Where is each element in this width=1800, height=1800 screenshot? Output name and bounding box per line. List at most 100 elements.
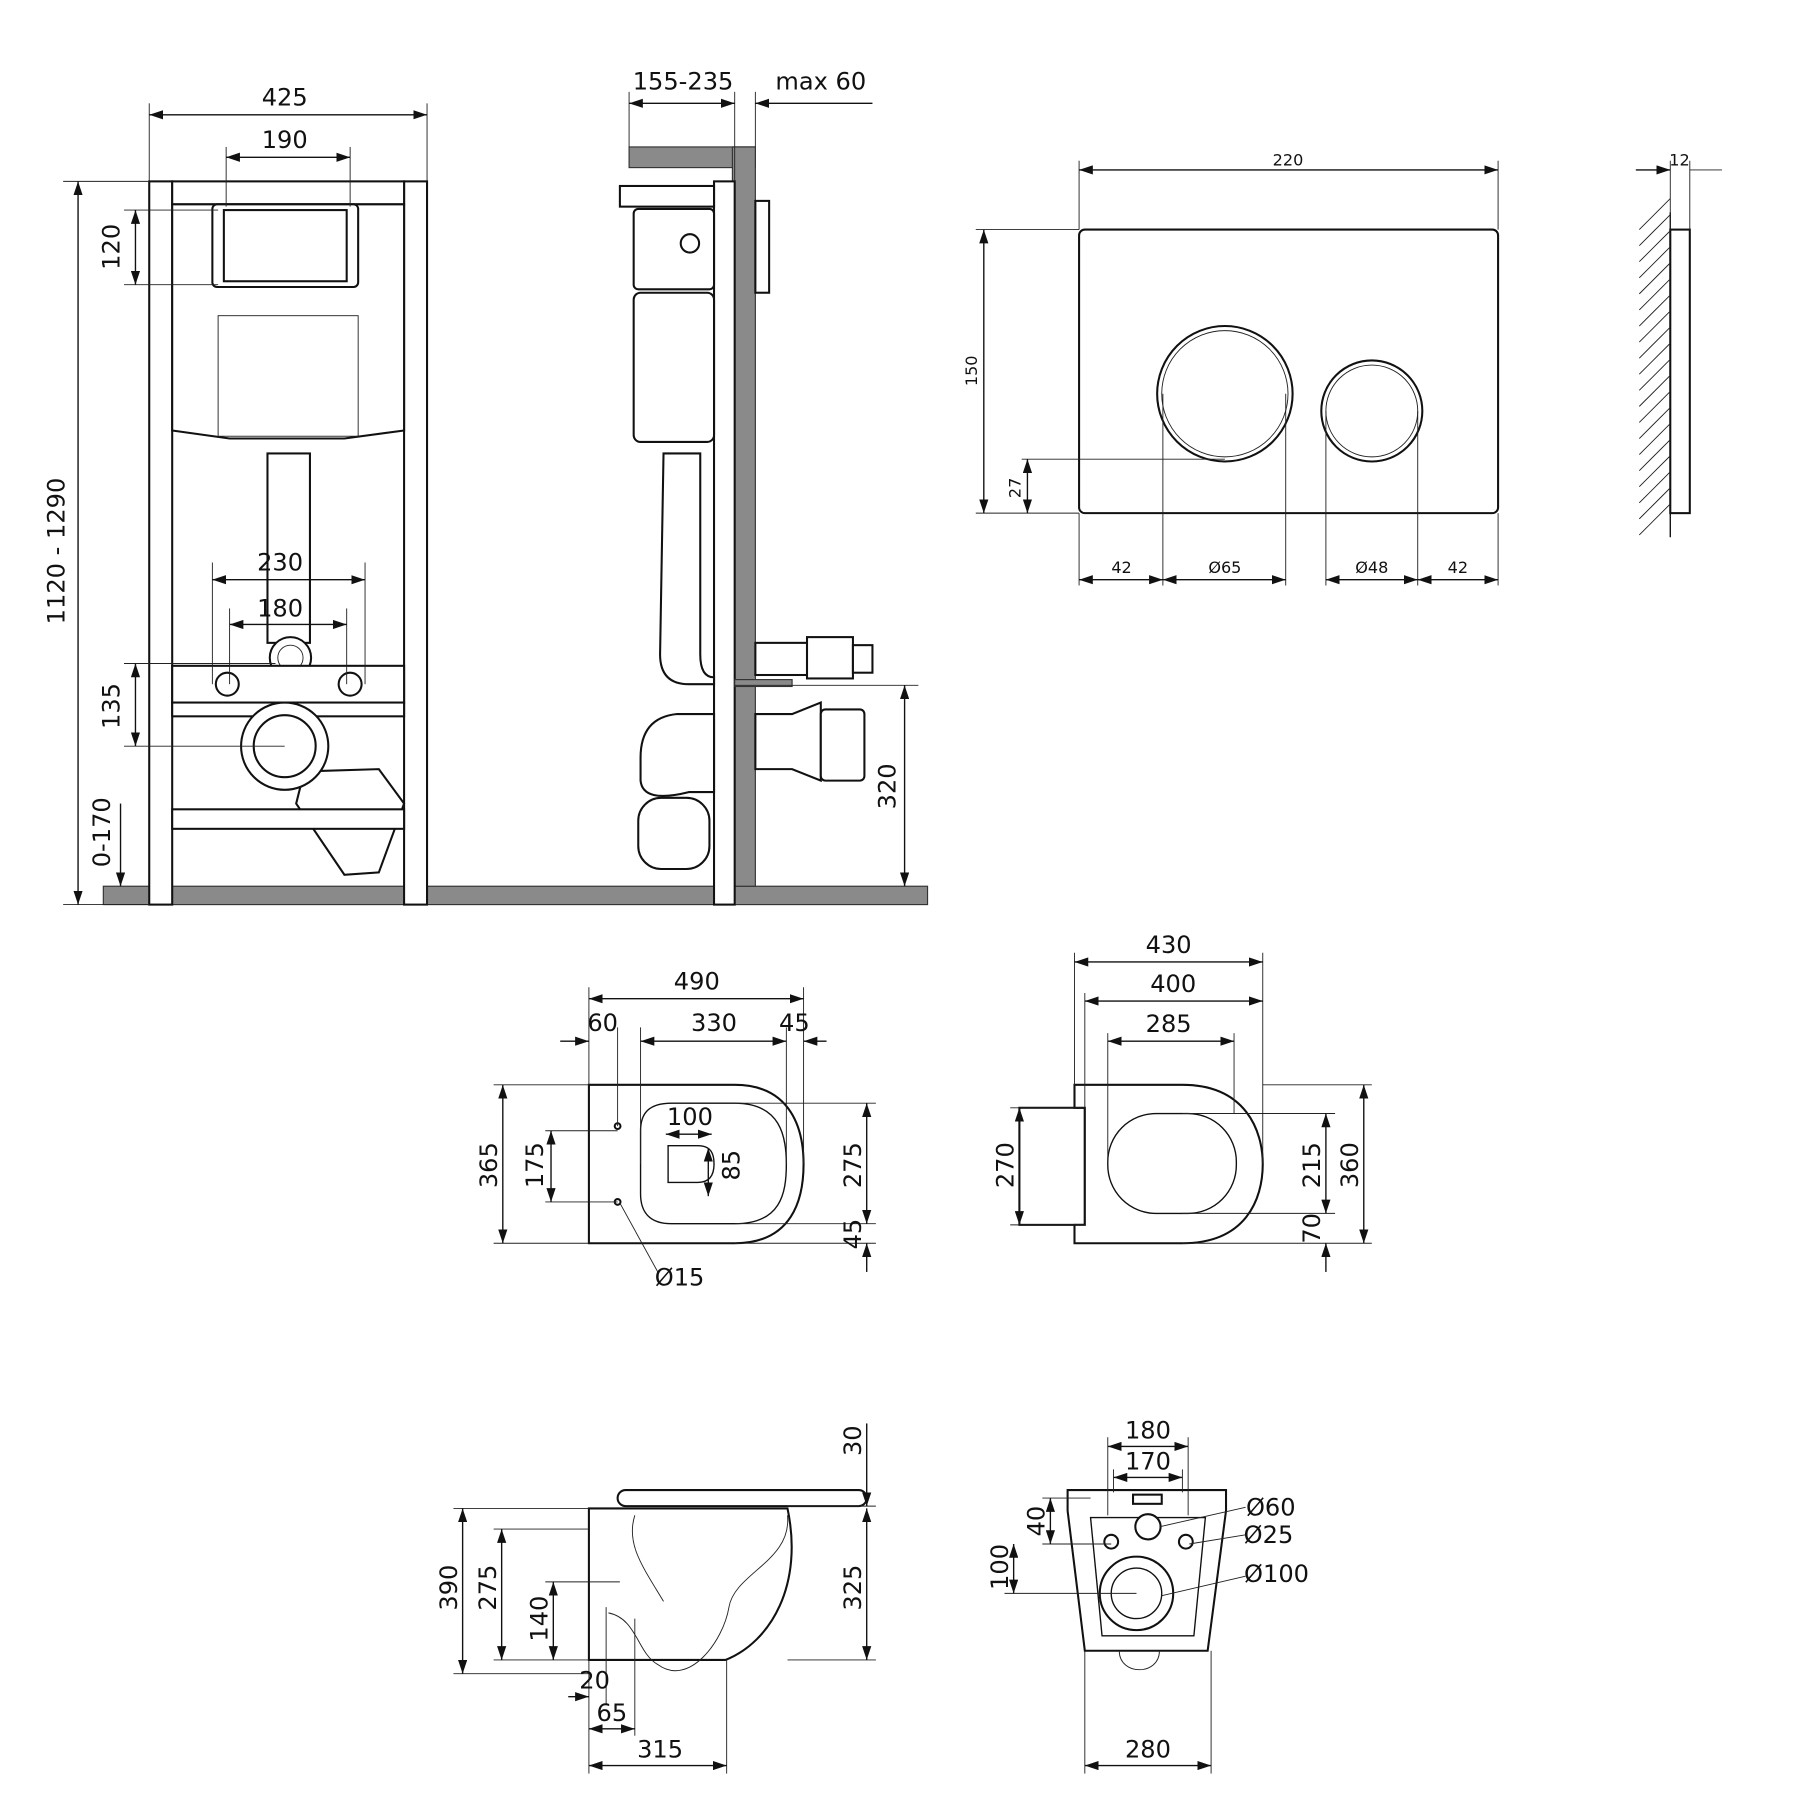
inlet-pipe (754, 641, 809, 677)
large-flush-button[interactable] (1156, 324, 1294, 463)
dimension-label: 60 (587, 1009, 618, 1037)
dimension-label: 320 (873, 763, 901, 809)
dimension-label: 490 (674, 968, 720, 996)
dimension-label: 40 (1023, 1506, 1051, 1537)
dimension-label: 325 (839, 1565, 867, 1611)
dimension-label: 280 (1125, 1736, 1171, 1764)
cistern-panel (217, 315, 359, 437)
flush-pipe-side (659, 452, 716, 686)
leader-line (1189, 1534, 1246, 1545)
toilet-back-view (1066, 1489, 1228, 1671)
frame-bottom-bar (171, 808, 406, 830)
dimension-label: 175 (521, 1142, 549, 1188)
dimension-label: 45 (779, 1009, 810, 1037)
plate-frame (754, 199, 771, 294)
dimension-label: 42 (1111, 558, 1131, 577)
dimension-label: 180 (1125, 1416, 1171, 1444)
callout-label: Ø100 (1244, 1560, 1309, 1588)
dimension-label: 65 (597, 1699, 628, 1727)
frame-left-post (148, 180, 174, 906)
bowl-trap-outline (608, 1515, 788, 1672)
frame-front-view (102, 180, 929, 906)
dimension-label: 100 (667, 1103, 713, 1131)
toilet-body-side (587, 1507, 793, 1661)
dimension-label: 180 (257, 594, 303, 622)
seat-hinge (1132, 1493, 1163, 1505)
toilet-top-view (587, 1083, 805, 1245)
dimension-label: 45 (839, 1219, 867, 1250)
dimension-label: 70 (1298, 1213, 1326, 1244)
frame-side-view (618, 146, 874, 906)
extension-lines (63, 91, 1722, 1774)
dimension-label: Ø65 (1208, 558, 1241, 577)
bolt-hole-right (1177, 1533, 1194, 1550)
dimension-label: 150 (962, 355, 981, 386)
dimension-label: 275 (839, 1142, 867, 1188)
dimension-label: 20 (579, 1667, 610, 1695)
dimension-label: 120 (97, 224, 125, 270)
dimension-label: 190 (262, 126, 308, 154)
mounting-bolt-left (214, 671, 240, 697)
dimension-label: 400 (1150, 970, 1196, 998)
dimension-label: 85 (717, 1150, 745, 1181)
dimension-label: 42 (1448, 558, 1468, 577)
cistern-side (632, 291, 716, 443)
bolt-hole-left (1103, 1533, 1120, 1550)
threaded-rod (734, 679, 793, 688)
small-flush-button[interactable] (1320, 359, 1424, 463)
dimension-label: 30 (839, 1425, 867, 1456)
frame-right-post (403, 180, 429, 906)
bowl-opening (667, 1144, 715, 1184)
dimension-annotations: 425 190 120 1120 - 1290 230 180 135 0-170 155-23… (42, 68, 1690, 1771)
toilet-side-view (587, 1489, 868, 1672)
drain-connector (754, 701, 822, 783)
flush-plate-side (1669, 228, 1691, 515)
flush-valve-housing (632, 207, 716, 291)
dimension-label: 270 (992, 1142, 1020, 1188)
dimension-label: 360 (1336, 1142, 1364, 1188)
dimension-label: 0-170 (88, 797, 116, 867)
dimension-label: 220 (1273, 150, 1304, 169)
drain-bend (639, 712, 716, 797)
dimension-label: 230 (257, 549, 303, 577)
flush-mechanism (222, 209, 348, 283)
leader-line (1159, 1506, 1246, 1528)
dimension-label: 12 (1669, 150, 1689, 169)
frame-post-side (712, 180, 736, 906)
mounting-bolt-right (337, 671, 363, 697)
drain-bottom (637, 796, 711, 871)
dimension-label: max 60 (775, 68, 866, 96)
mounting-crossbar (171, 664, 406, 704)
top-bracket (618, 184, 716, 208)
frame-top-bar (171, 180, 406, 206)
seat-top-view (1018, 1083, 1264, 1245)
callout-label: Ø25 (1244, 1521, 1294, 1549)
dimension-label: 27 (1006, 478, 1025, 498)
dimension-label: 390 (435, 1565, 463, 1611)
dimension-label: 100 (986, 1544, 1014, 1590)
toilet-body-top (587, 1083, 805, 1245)
seat-side (616, 1489, 868, 1508)
dimension-label: 365 (475, 1142, 503, 1188)
dimension-label: 1120 - 1290 (42, 478, 70, 625)
dimension-label: 285 (1146, 1010, 1192, 1038)
dimension-label: Ø48 (1355, 558, 1388, 577)
wall (731, 146, 756, 887)
inlet-hole (1134, 1513, 1162, 1541)
floor (102, 885, 929, 906)
dimension-label: 425 (262, 84, 308, 112)
dimension-label: 430 (1146, 931, 1192, 959)
callout-label: Ø15 (655, 1264, 705, 1292)
dimension-label: 315 (637, 1736, 683, 1764)
dimension-label: 140 (526, 1596, 554, 1642)
dimension-label: 275 (474, 1565, 502, 1611)
dimension-label: 155-235 (633, 68, 734, 96)
dimension-label: 330 (691, 1009, 737, 1037)
leader-line (619, 1202, 659, 1273)
wall-hatching (1638, 198, 1671, 536)
callout-label: Ø60 (1246, 1493, 1296, 1521)
seat-hinge-block (1018, 1106, 1086, 1226)
dimension-label: 135 (97, 683, 125, 729)
dimension-label: 215 (1298, 1142, 1326, 1188)
